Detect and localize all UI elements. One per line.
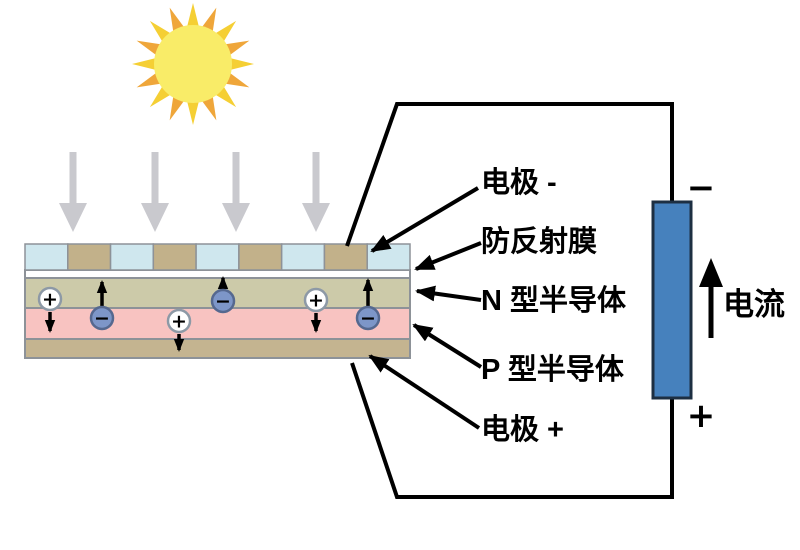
circuit-wire-top [345,102,674,247]
current-arrow [699,258,723,338]
electron-particle [355,305,381,331]
electrode-negative-label: 电极 - [481,166,557,199]
charge-carriers: + − + − + − [37,276,381,352]
sun-ray [132,57,159,71]
sun-ray [186,3,200,30]
load-resistor [651,200,693,400]
p-type-layer [24,307,411,340]
n-type-label: N 型半导体 [481,284,627,317]
arc-window-block [109,243,155,271]
hole-particle [303,287,329,313]
top-electrode-finger [238,243,283,271]
light-ray-arrow [302,152,330,232]
top-electrode-finger [152,243,197,271]
electron-symbol: − [94,308,110,330]
electrode-positive-pointer [368,354,481,430]
p-type-label: P 型半导体 [481,353,625,386]
circuit-wire-bottom [350,362,674,499]
electron-particle [89,305,115,331]
hole-symbol: + [42,289,58,311]
sun-ray [186,98,200,125]
electrode-positive-label: 电极 + [481,413,564,446]
anti-reflection-pointer [414,241,482,271]
arc-window-block [24,243,69,271]
anti-reflection-label: 防反射膜 [481,225,597,258]
electron-symbol: − [360,308,376,330]
hole-particle [166,308,192,334]
sun-icon [132,3,254,125]
hole-particle [37,286,63,312]
light-ray-arrow [222,152,250,232]
minus-terminal-label: − [687,168,716,208]
top-electrode-blocks [24,243,411,271]
electrode-negative-pointer [370,186,480,253]
electron-symbol: − [215,291,231,313]
callout-arrows [368,186,483,430]
current-label: 电流 [723,287,785,322]
callout-labels: 电极 - 防反射膜 N 型半导体 P 型半导体 电极 + [481,166,627,446]
bottom-electrode-layer [24,338,411,359]
top-electrode-finger [67,243,112,271]
electron-particle [210,288,236,314]
external-circuit: − + 电流 [345,102,785,499]
sun-core [154,25,232,103]
light-ray-arrow [141,152,169,232]
solar-cell: + − + − + − [24,243,411,359]
arc-window-block [195,243,240,271]
anti-reflection-strip [24,269,411,279]
hole-symbol: + [308,290,324,312]
p-type-pointer [412,323,483,369]
arc-window-block [280,243,326,271]
n-type-pointer [415,285,482,302]
hole-symbol: + [171,311,187,333]
top-electrode-finger [323,243,368,271]
sunlight-arrows [59,152,330,232]
sun-ray [227,57,254,71]
plus-terminal-label: + [687,396,716,436]
light-ray-arrow [59,152,87,232]
